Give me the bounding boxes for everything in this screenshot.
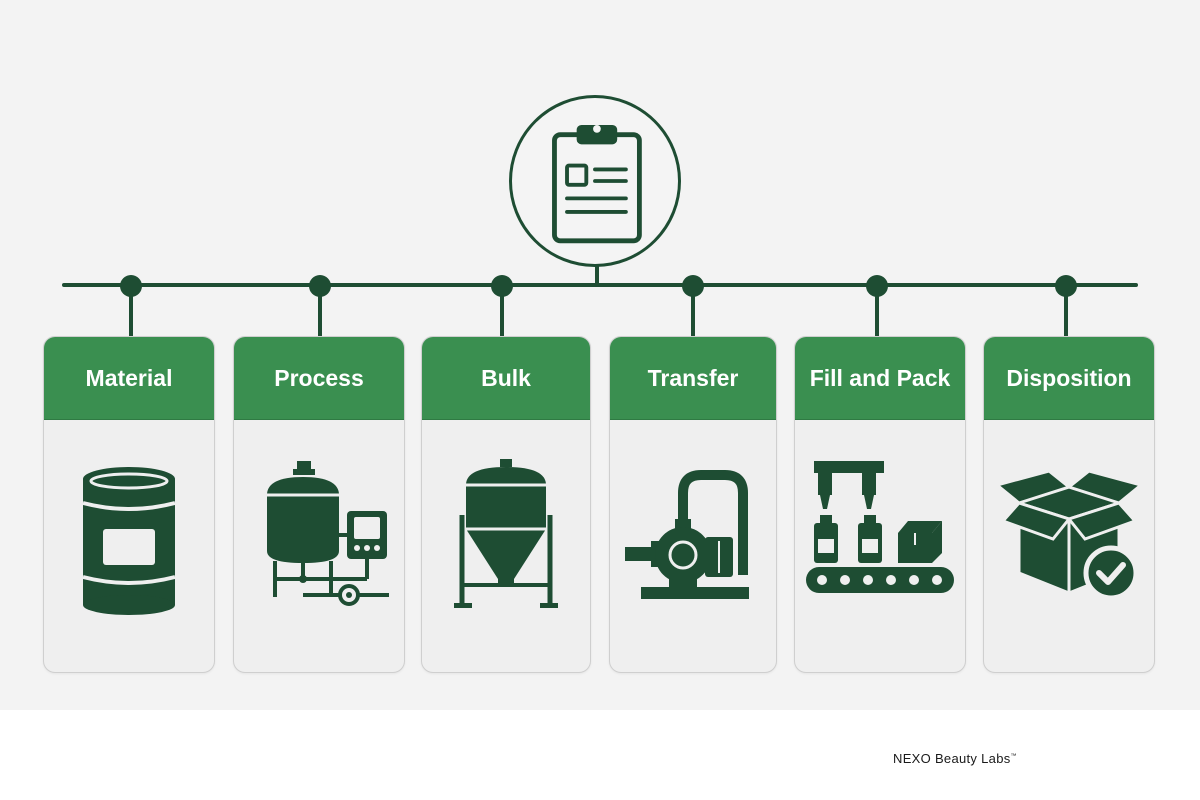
conical-silo-icon [426,455,586,620]
stage-title: Disposition [984,337,1154,420]
approved-box-icon [989,455,1149,620]
stage-title: Bulk [422,337,590,420]
hub-circle [509,95,681,267]
connector-bus [62,262,1138,336]
brand-name: NEXO Beauty Labs [893,751,1011,766]
pump-icon [613,455,773,620]
stage-card-disposition: Disposition [983,336,1155,673]
stage-title: Transfer [610,337,776,420]
clipboard-icon [552,125,642,244]
stage-card-fill-and-pack: Fill and Pack [794,336,966,673]
connector-node-process [309,275,331,336]
stage-card-transfer: Transfer [609,336,777,673]
brand-logo-text: NEXO Beauty Labs™ [893,751,1017,766]
stage-card-bulk: Bulk [421,336,591,673]
mixing-tank-icon [239,455,399,620]
trademark-mark: ™ [1010,753,1017,760]
stage-title: Fill and Pack [795,337,965,420]
filling-line-icon [800,455,960,620]
connector-node-disposition [1055,275,1077,336]
connector-node-transfer [682,275,704,336]
connector-node-material [120,275,142,336]
stage-title: Process [234,337,404,420]
stage-card-material: Material [43,336,215,673]
connector-node-bulk [491,275,513,336]
connector-node-fill-and-pack [866,275,888,336]
stage-card-process: Process [233,336,405,673]
barrel-icon [49,455,209,620]
stage-title: Material [44,337,214,420]
